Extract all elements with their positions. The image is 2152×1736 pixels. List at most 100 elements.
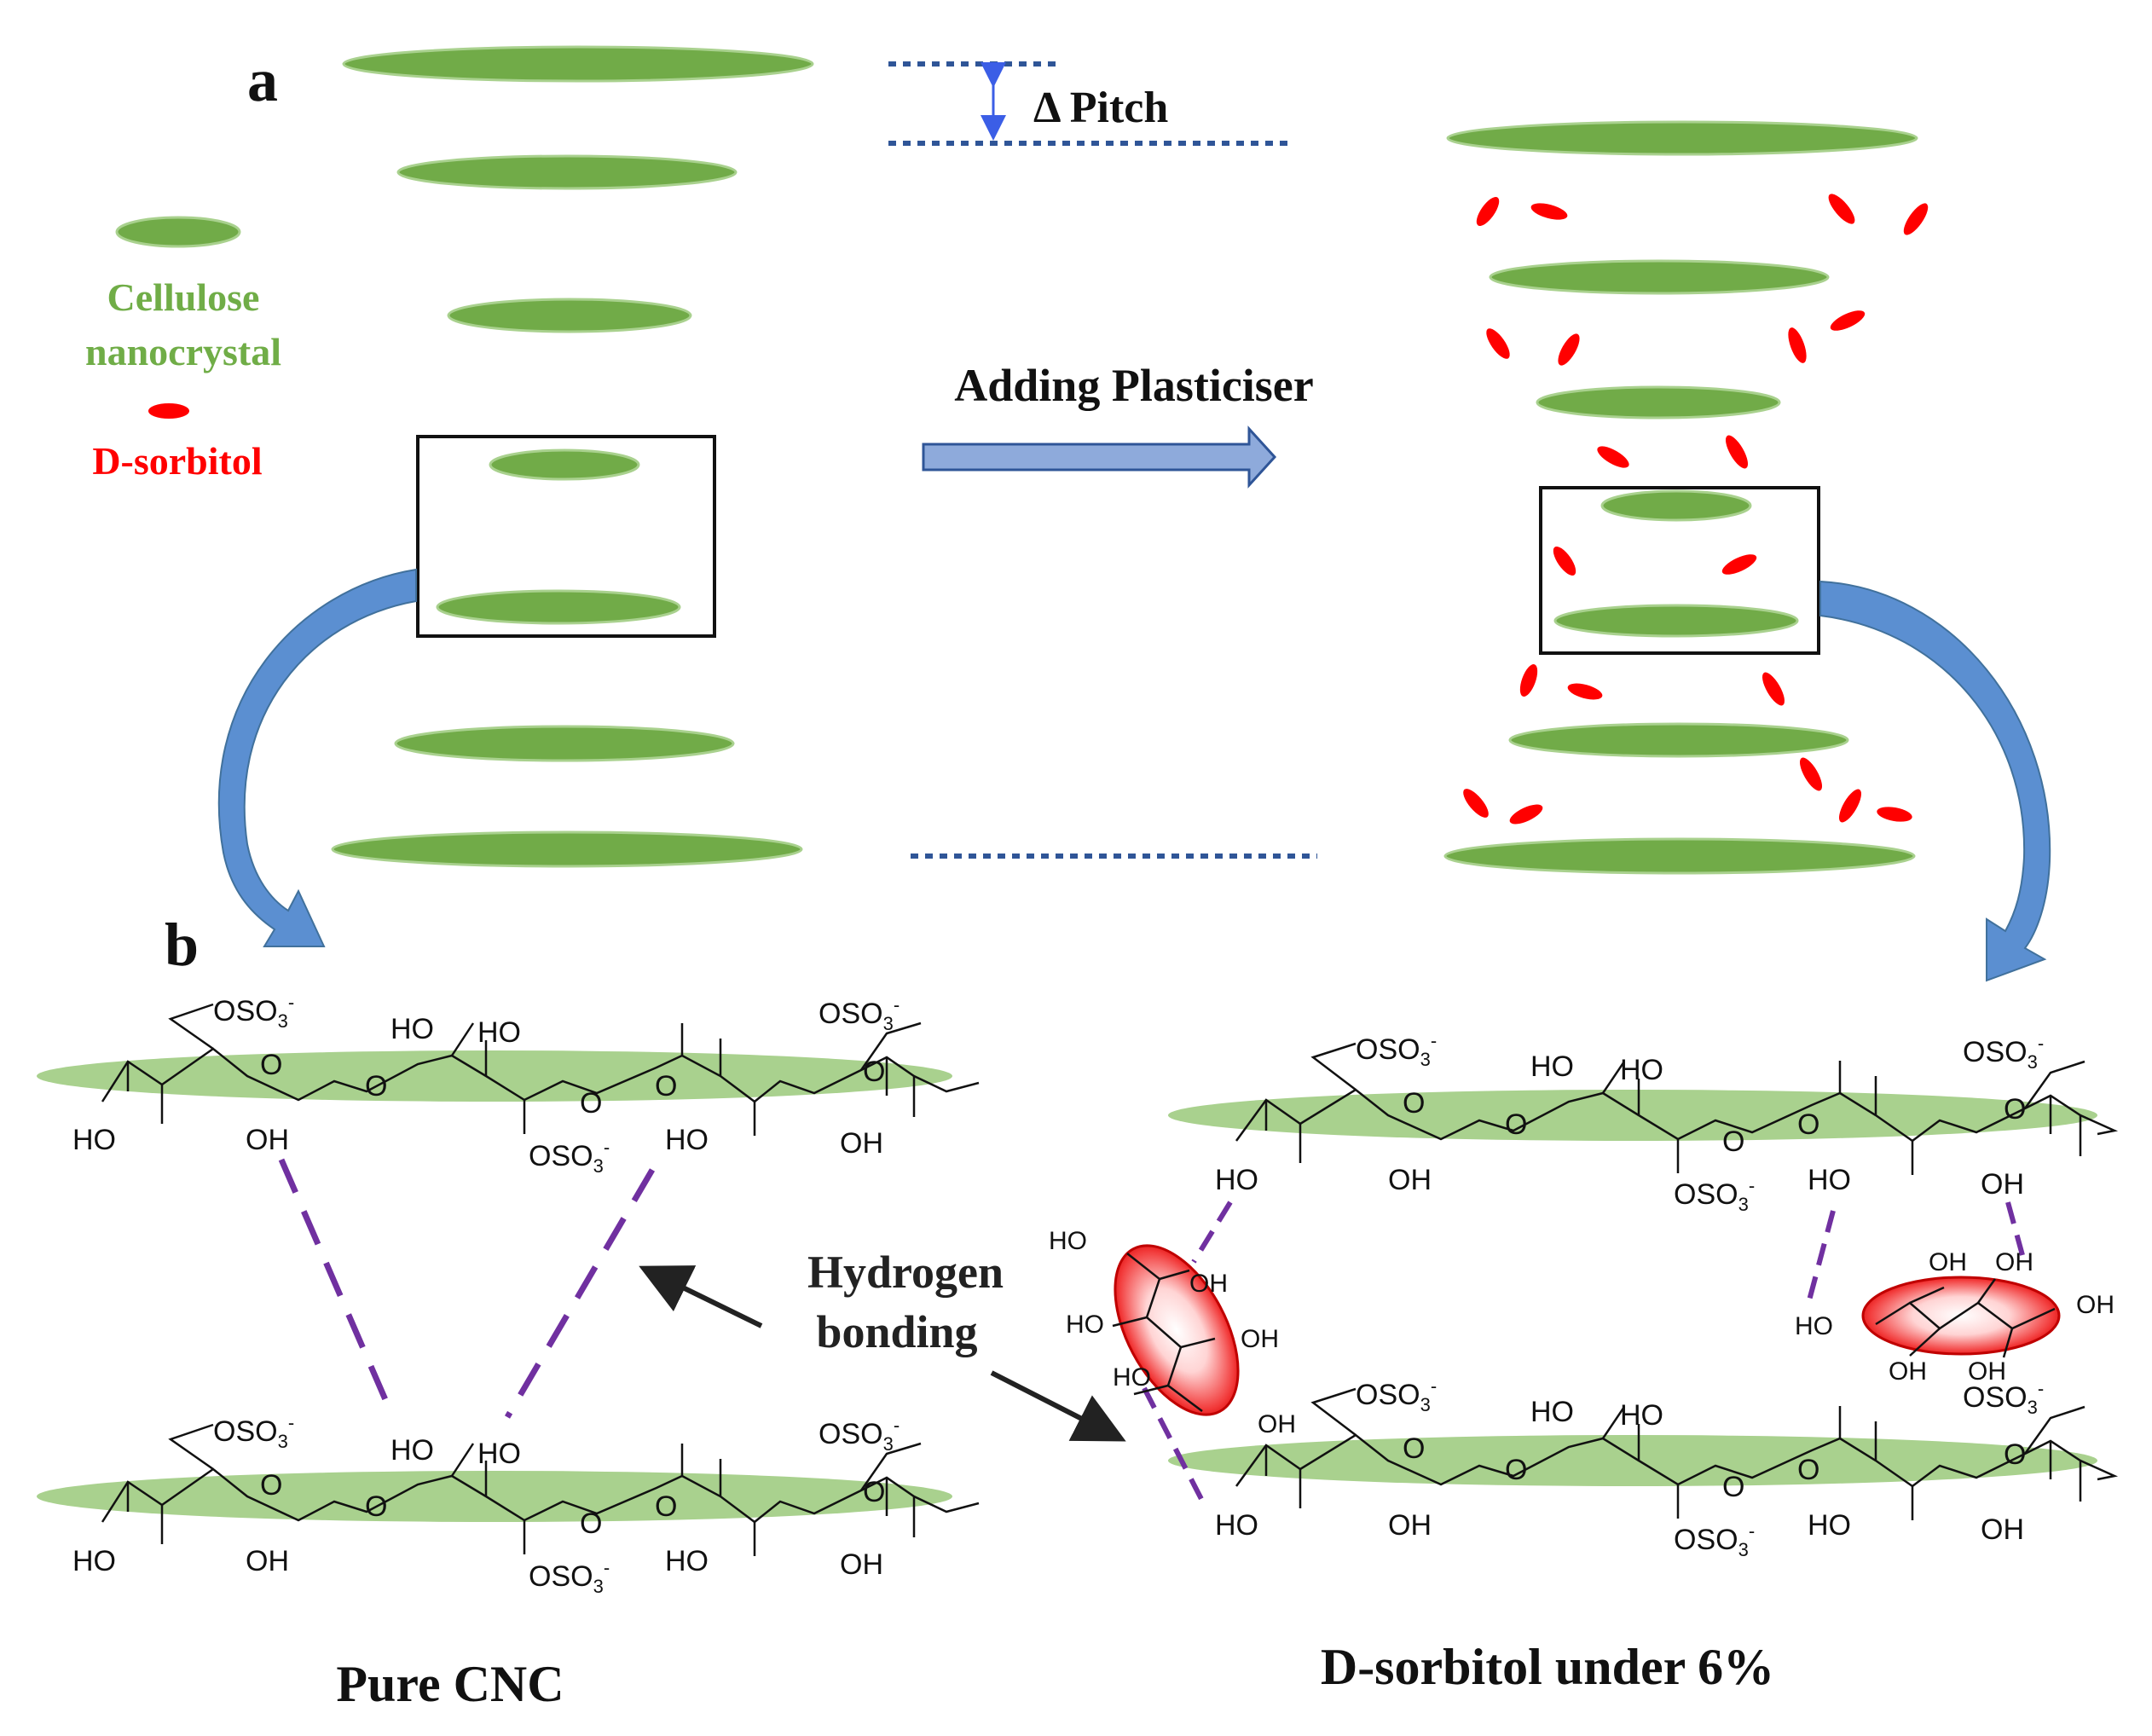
chem-o: O xyxy=(863,1476,885,1508)
sorbitol-molecule xyxy=(1903,203,1929,235)
cnc-rod xyxy=(447,298,692,333)
chem-oh: OH xyxy=(1388,1509,1432,1542)
right-zoom-box xyxy=(1539,486,1820,655)
sorbitol-molecule xyxy=(1877,807,1912,822)
chem-oh: OH xyxy=(246,1545,289,1577)
delta-pitch-label: Δ Pitch xyxy=(1033,84,1168,132)
chem-oh: OH xyxy=(2076,1291,2114,1319)
chem-oh: OH xyxy=(246,1124,289,1156)
chem-ho: HO xyxy=(1066,1311,1104,1339)
cnc-rod xyxy=(489,448,640,481)
chem-oso3: OSO3- xyxy=(213,1412,294,1452)
chem-o: O xyxy=(1722,1126,1744,1158)
chem-o: O xyxy=(1797,1454,1819,1486)
h-bond-line xyxy=(1191,1201,1233,1264)
sorbitol-molecule xyxy=(1519,664,1538,697)
chem-ho: HO xyxy=(477,1438,521,1470)
chem-labels-left-top: OSO3- O O HO HO O O OSO3- O HO OH OSO3- … xyxy=(72,992,900,1177)
chem-o: O xyxy=(1403,1432,1425,1465)
h-bond-line xyxy=(278,1158,396,1417)
chem-oso3: OSO3- xyxy=(213,992,294,1032)
cellulose-chain-right-bottom xyxy=(1235,1387,2119,1520)
chem-o: O xyxy=(863,1056,885,1088)
cnc-rod xyxy=(394,725,735,762)
h-bond-line xyxy=(1807,1210,1836,1301)
caption-pure-cnc: Pure CNC xyxy=(336,1656,564,1712)
chem-oso3: OSO3- xyxy=(819,1415,900,1455)
cellulose-chain-left-top xyxy=(101,1003,980,1136)
chem-o: O xyxy=(365,1490,387,1523)
chem-oso3: OSO3- xyxy=(1674,1175,1755,1215)
chem-ho: HO xyxy=(1049,1227,1087,1255)
chem-labels-right-top: OSO3- O O HO HO O O OSO3- O HO OH OSO3- … xyxy=(1215,1030,2044,1215)
chem-oh: OH xyxy=(1189,1270,1228,1298)
legend-cnc-label-line1: Cellulose xyxy=(107,275,260,319)
chem-ho: HO xyxy=(665,1545,709,1577)
chem-ho: HO xyxy=(1530,1396,1574,1428)
chem-o: O xyxy=(1797,1108,1819,1141)
cellulose-band-left-top xyxy=(37,1050,952,1102)
chem-o: O xyxy=(580,1507,602,1540)
chem-ho: HO xyxy=(1795,1312,1833,1340)
chem-oh: OH xyxy=(1995,1248,2033,1276)
chem-o: O xyxy=(1722,1471,1744,1503)
chem-oso3: OSO3- xyxy=(1963,1033,2044,1073)
chem-o: O xyxy=(1505,1454,1527,1486)
left-cnc-stack xyxy=(331,45,814,868)
cnc-rod xyxy=(342,45,814,83)
sorbitol-molecule xyxy=(1486,328,1510,359)
chem-ho: HO xyxy=(1530,1050,1574,1083)
chem-oso3: OSO3- xyxy=(529,1137,610,1177)
h-bond-line xyxy=(504,1168,656,1419)
panel-a-label: a xyxy=(247,46,278,114)
cnc-rod xyxy=(436,589,681,625)
chem-oso3: OSO3- xyxy=(1674,1520,1755,1560)
plasticiser-arrow xyxy=(922,425,1277,489)
chem-ho: HO xyxy=(1808,1509,1851,1542)
sorbitol-molecule xyxy=(1839,789,1861,823)
chem-ho: HO xyxy=(1808,1164,1851,1196)
chem-o: O xyxy=(655,1490,677,1523)
chem-oso3: OSO3- xyxy=(529,1557,610,1597)
caption-sorbitol: D-sorbitol under 6% xyxy=(1321,1639,1774,1695)
chem-labels-right-bottom: OSO3- O O HO HO O O OSO3- O HO OH OSO3- … xyxy=(1215,1375,2044,1560)
chem-oh: OH xyxy=(1258,1410,1296,1438)
cellulose-bands xyxy=(37,1050,2097,1522)
sorbitol-molecule xyxy=(1558,333,1580,366)
sorbitol-molecule xyxy=(1597,446,1629,468)
chem-ho: HO xyxy=(1620,1399,1663,1432)
h-bond-line xyxy=(1142,1386,1205,1502)
chem-o: O xyxy=(655,1070,677,1102)
chem-o: O xyxy=(1403,1087,1425,1120)
sorbitol-molecule xyxy=(1800,757,1822,791)
left-zoom-box xyxy=(416,435,716,638)
sorbitol-molecule xyxy=(1721,554,1757,575)
sorbitol-molecule xyxy=(1828,194,1855,224)
chem-oh: OH xyxy=(1889,1357,1927,1386)
chem-oh: OH xyxy=(1981,1168,2024,1201)
chem-o: O xyxy=(2004,1093,2026,1126)
sorbitol-molecule xyxy=(1463,789,1489,818)
sorbitol-molecule xyxy=(1530,203,1568,220)
chem-oso3: OSO3- xyxy=(1963,1378,2044,1418)
chem-oso3: OSO3- xyxy=(1356,1375,1437,1415)
sorbitol-molecule xyxy=(1788,327,1807,363)
sorbitol-bound-left: HO OH HO OH HO OH xyxy=(1049,1227,1296,1438)
h-bond-line xyxy=(2005,1201,2025,1256)
adding-plasticiser-label: Adding Plasticiser xyxy=(954,360,1314,411)
cnc-rod xyxy=(1443,837,1916,875)
chem-ho: HO xyxy=(1620,1054,1663,1086)
cellulose-band-right-top xyxy=(1168,1090,2097,1141)
legend-sorbitol-label: D-sorbitol xyxy=(92,439,262,483)
legend-cnc-label-line2: nanocrystal xyxy=(85,330,281,373)
sorbitol-ellipse xyxy=(1861,1276,2061,1356)
panel-b-label: b xyxy=(165,911,199,979)
chem-ho: HO xyxy=(1215,1164,1258,1196)
chem-oh: OH xyxy=(1388,1164,1432,1196)
cnc-rod xyxy=(1489,259,1830,295)
chem-o: O xyxy=(580,1087,602,1120)
chem-o: O xyxy=(365,1070,387,1102)
chem-labels-left-bottom: OSO3- O O HO HO O O OSO3- O HO OH OSO3- … xyxy=(72,1412,900,1597)
left-curved-arrow xyxy=(217,568,417,947)
cnc-rod xyxy=(1508,722,1849,758)
